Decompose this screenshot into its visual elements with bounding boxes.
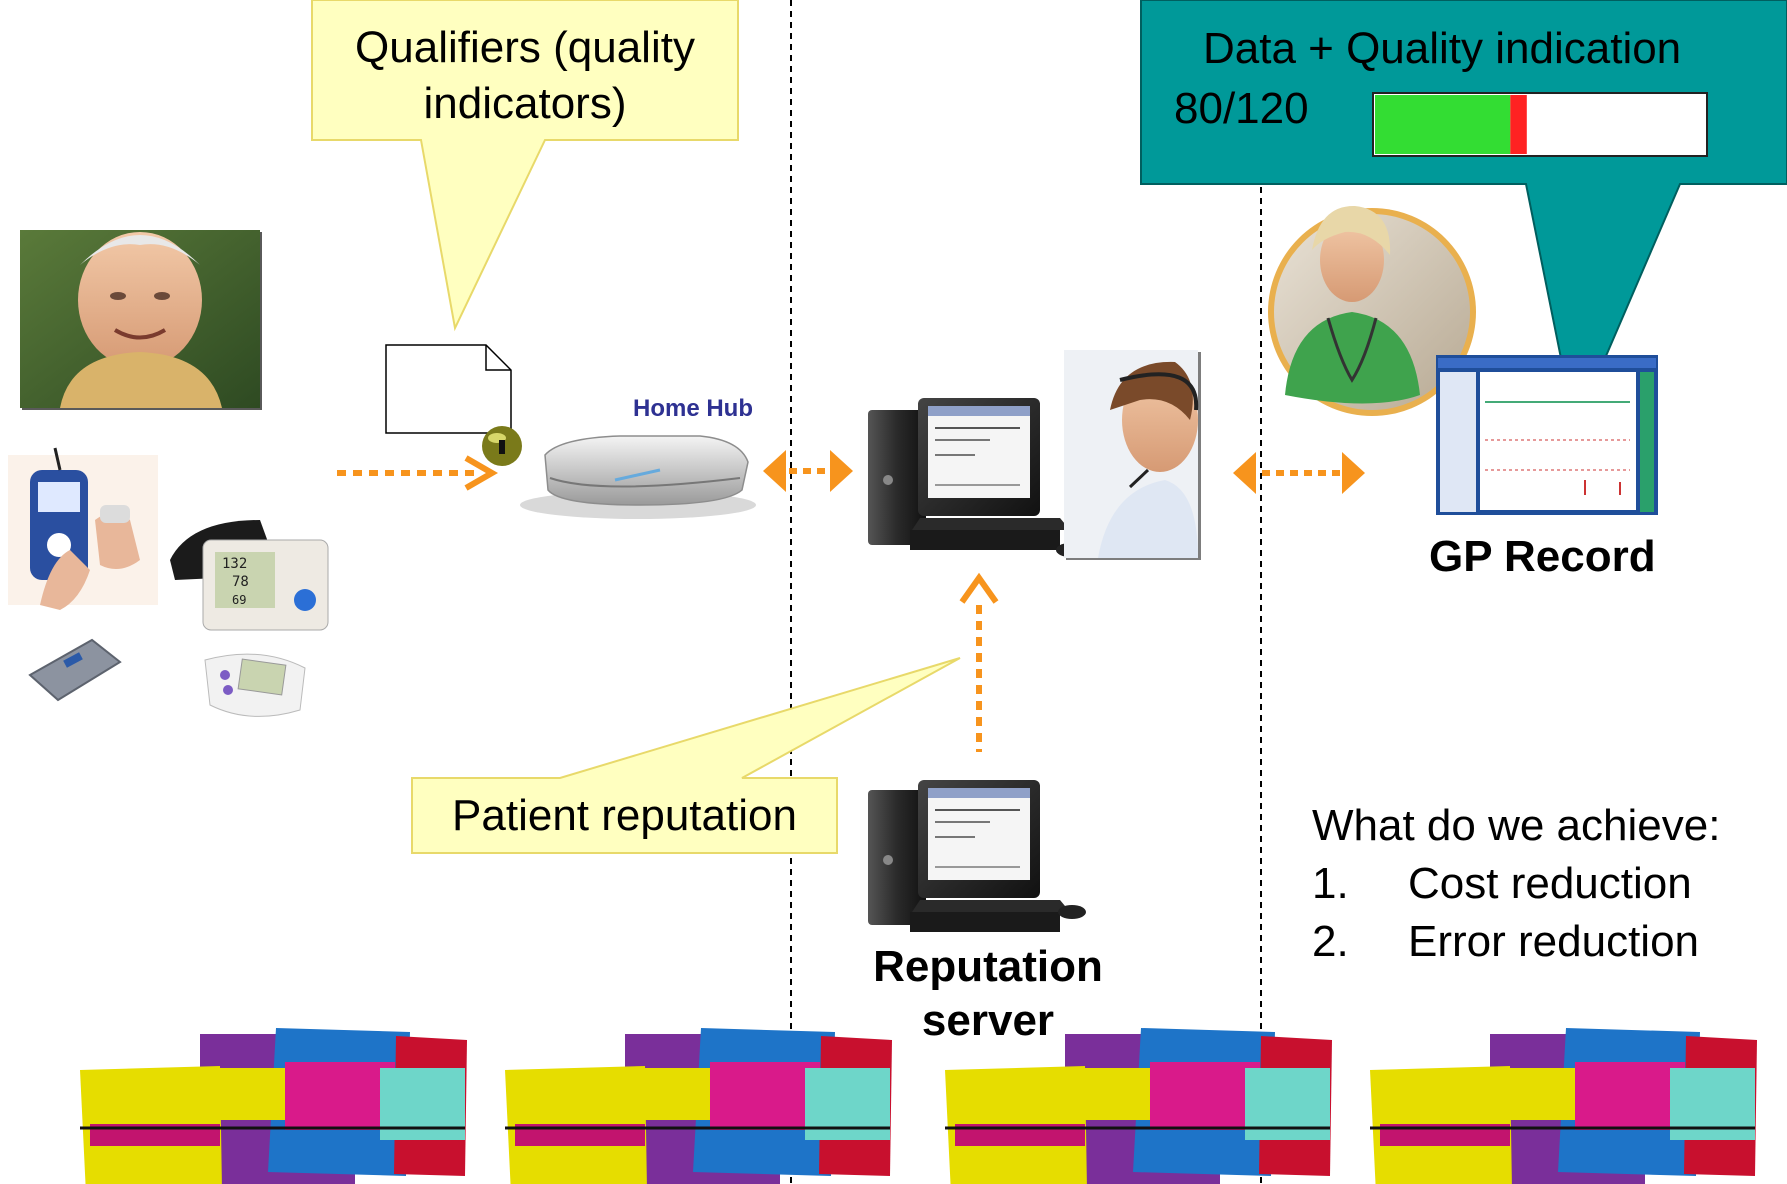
nurse-photo: [1268, 205, 1476, 416]
achievement-item-text: Cost reduction: [1408, 859, 1692, 908]
achievement-item-number: 2.: [1312, 917, 1349, 966]
pop-art-footer-strip-3: [945, 1028, 1332, 1184]
patient-reputation-callout-text: Patient reputation: [452, 791, 797, 840]
arrow-devices-to-hub: [337, 455, 499, 491]
elderly-patient-photo: [20, 230, 262, 410]
gp-record-screenshot: [1436, 355, 1658, 515]
reputation-server-label: Reputation server: [873, 942, 1103, 1045]
pop-art-footer-strip-1: [80, 1028, 467, 1184]
achievements-block: What do we achieve: 1. Cost reduction 2. E…: [1312, 797, 1782, 971]
achievement-item: 2. Error reduction: [1312, 913, 1782, 971]
pop-art-footer-strip-4: [1370, 1028, 1757, 1184]
arrow-server-to-gp: [1233, 452, 1365, 494]
home-hub-router: [520, 435, 756, 519]
qualifiers-callout-shape: [311, 0, 739, 332]
svg-text:132: 132: [222, 556, 247, 572]
arrow-hub-to-server: [763, 450, 853, 492]
svg-text:69: 69: [232, 593, 246, 607]
weighing-scale: [28, 638, 122, 702]
pulse-oximeter-device: [8, 447, 158, 610]
arrow-reputation-to-server: [959, 572, 999, 752]
blood-pressure-monitor: 132 78 69: [170, 520, 329, 631]
home-hub-label: Home Hub: [633, 395, 753, 422]
data-quality-title: Data + Quality indication: [1203, 24, 1682, 73]
central-computer: [868, 398, 1084, 557]
reputation-server-computer: [868, 780, 1086, 932]
svg-text:78: 78: [232, 574, 249, 590]
patient-reputation-callout-shape: [411, 657, 961, 854]
achievement-item-text: Error reduction: [1408, 917, 1700, 966]
quality-bar-good: [1375, 95, 1511, 154]
document-icon: [385, 344, 522, 466]
pop-art-footer-strip-2: [505, 1028, 892, 1184]
achievement-item-number: 1.: [1312, 859, 1349, 908]
call-center-agent-photo: [1064, 350, 1201, 560]
qualifiers-callout-text: Qualifiers (quality indicators): [355, 23, 695, 128]
data-quality-value: 80/120: [1174, 84, 1309, 133]
achievements-heading: What do we achieve:: [1312, 801, 1721, 850]
quality-bar-warning: [1510, 95, 1527, 154]
glucose-meter: [204, 653, 306, 717]
achievement-item: 1. Cost reduction: [1312, 855, 1782, 913]
gp-record-label: GP Record: [1429, 532, 1656, 581]
